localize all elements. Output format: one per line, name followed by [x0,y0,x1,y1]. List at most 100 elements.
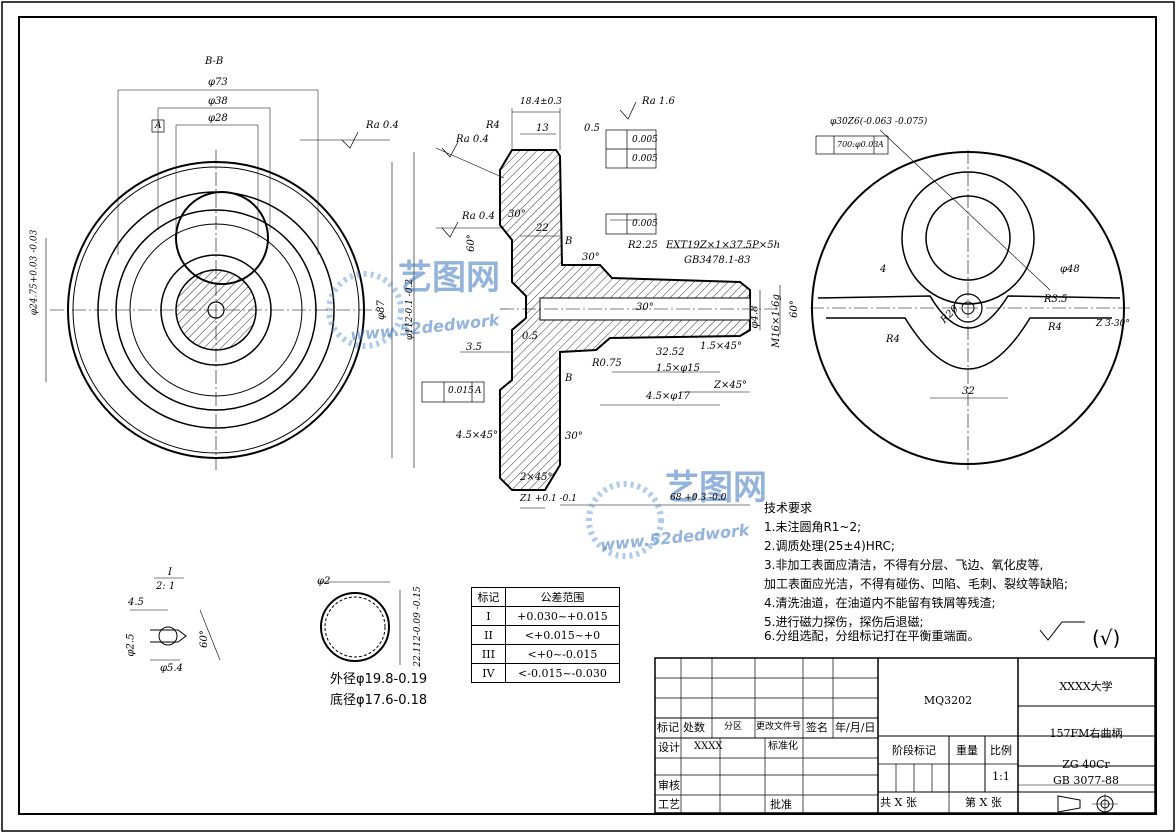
total-sheets: 共 X 张 [880,796,917,809]
datum-a: A [155,121,162,131]
table-row: II <+0.015~+0 [471,625,621,645]
dim-z330: Z 3-30° [1096,319,1130,329]
detail-d45: 4.5 [128,597,144,608]
tech-req-item: 6.分组选配，分组标记打在平衡重端面。 [764,629,980,643]
designer-name: XXXX [694,741,723,752]
dim-d32: 32.52 [656,347,685,358]
dim-c15b: 1.5×φ15 [656,363,701,374]
section-title: B-B [205,56,224,67]
scale-value: 1:1 [992,770,1010,783]
roughness-ra04: Ra 0.4 [366,120,399,131]
dim-d48: φ4.8 [749,305,761,329]
mark-label: 标记 [657,721,679,734]
thread-standard: GB3478.1-83 [684,255,751,266]
detail-a60: 60° [198,630,210,648]
angle-30d: 30° [565,431,583,442]
table-row: IV <-0.015~-0.030 [471,663,621,683]
dim-d30: φ30Z6(-0.063 -0.075) [830,117,928,127]
sign-label: 签名 [806,721,828,734]
design-label: 设计 [658,741,680,754]
angle-30b: 30° [582,252,600,263]
material: ZG 40Cr [1062,758,1110,771]
roughness-ra04a: Ra 0.4 [456,134,489,145]
tech-req-item: 5.进行磁力探伤，探伤后退磁; [764,615,924,629]
detail-d54: φ5.4 [160,663,183,674]
dim-v05b: 0.5 [522,331,538,342]
tol-cylindricity-2: 0.005 [632,219,658,229]
scale-label: 比例 [990,744,1012,757]
tol-perpendicularity: 0.015 [448,386,474,396]
section-mark-b-bottom: B [565,373,573,384]
detail-d25: φ2.5 [125,633,137,657]
dim-c45: 4.5×φ17 [646,391,691,402]
table-header: 标记 [471,587,506,607]
approve-label: 批准 [770,798,792,811]
dim-d22: 22 [536,223,549,234]
dim-d38: φ38 [208,96,228,107]
roughness-ra16: Ra 1.6 [642,96,675,107]
dim-v05a: 0.5 [584,123,600,134]
dim-d24: φ24.75+0.03 -0.03 [29,229,40,316]
dim-d73: φ73 [208,77,228,88]
thread-m16: M16×1-6g [770,294,782,348]
dim-r4: R4 [886,334,900,345]
detail-label: I [168,567,172,578]
university-name: XXXX大学 [1059,680,1113,693]
dim-4: 4 [880,264,887,275]
dim-d48: φ48 [1060,264,1080,275]
chamfer-z45: Z×45° [714,380,748,391]
dim-r35: R3.5 [1044,294,1068,305]
chamfer-45b: 4.5×45° [456,430,499,441]
process-label: 工艺 [658,798,680,811]
weight-label: 重量 [956,744,978,757]
dim-z1: Z1 +0.1 -0.1 [520,494,577,504]
dim-r225: R2.25 [628,240,658,251]
table-row: I +0.030~+0.015 [471,606,621,626]
dim-d112: φ112-0.1 -0.2 [405,278,416,341]
section-view [421,101,781,509]
dim-w13: 13 [536,123,549,134]
right-view [810,129,1130,470]
spline-section [318,581,401,665]
count-label: 处数 [683,721,705,734]
tech-req-item: 1.未注圆角R1~2; [764,520,862,534]
chamfer-2: 2×45° [520,472,553,483]
dim-d35: 3.5 [466,342,482,353]
angle-60: 60° [465,234,477,252]
section-mark-b-top: B [565,236,573,247]
datum-a3: A [878,140,884,149]
dim-w18: 18.4±0.3 [520,97,562,107]
date-label: 年/月/日 [835,721,876,734]
stage-label: 阶段标记 [892,744,936,757]
dim-d32: 32 [962,386,975,397]
watermark-globe [326,271,664,559]
zone-label: 分区 [724,722,743,732]
review-label: 审核 [658,779,680,792]
part-name: 157FM右曲柄 [1049,727,1123,740]
watermark-brand: 艺图网 [398,258,500,298]
tech-req-item: 2.调质处理(25±4)HRC; [764,539,895,553]
datum-a2: A [475,386,482,396]
dim-r4b: R4 [1048,322,1062,333]
left-view [45,89,415,470]
roughness-ra04b: Ra 0.4 [462,211,495,222]
table-row: III <+0~-0.015 [471,644,621,664]
table-header: 公差范围 [504,587,621,607]
tol-parallelism: 700:φ0.03 [837,140,879,149]
dim-l68: 68 +0.3 -0.0 [670,493,727,503]
angle-60b: 60° [788,300,800,318]
material-standard: GB 3077-88 [1052,774,1120,787]
tech-req-title: 技术要求 [764,501,813,515]
sheet-number: 第 X 张 [965,796,1002,809]
doc-label: 更改文件号 [756,722,802,732]
tech-req-item: 3.非加工表面应清洁，不得有分层、飞边、氧化皮等, [764,558,1044,572]
dim-r4: R4 [486,120,500,131]
roughness-symbol: (√) [1092,626,1121,650]
angle-30c: 30° [636,302,654,313]
chamfer-15: 1.5×45° [700,341,743,352]
drawing-number: MQ3202 [923,694,973,707]
title-block-grid [654,621,1156,814]
standardization-label: 标准化 [768,741,798,752]
tol-circularity: 0.005 [632,135,658,145]
